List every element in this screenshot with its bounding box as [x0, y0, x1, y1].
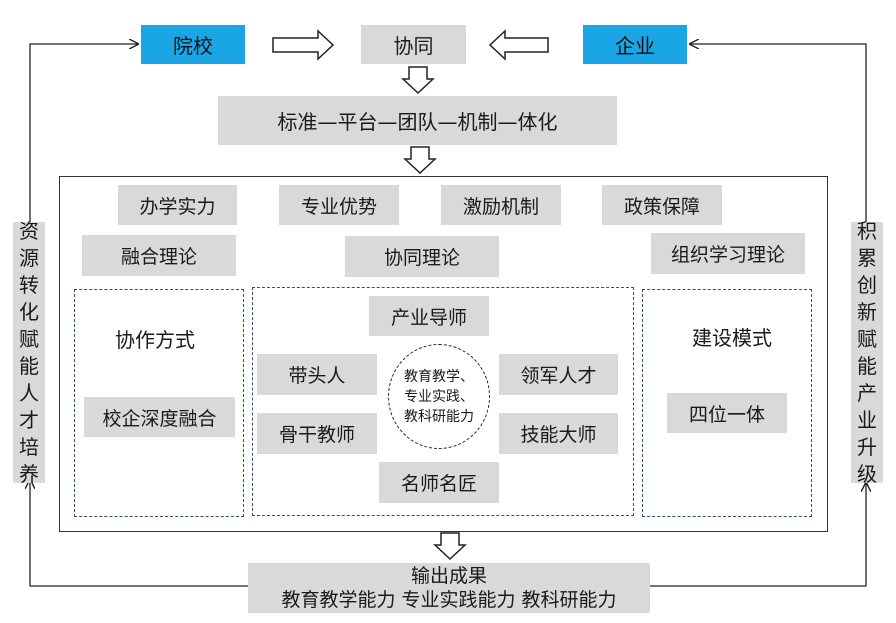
left-side-char: 养 [19, 461, 39, 486]
left-side-char: 源 [19, 245, 39, 270]
output-capabilities: 教育教学能力 专业实践能力 教科研能力 [281, 589, 617, 611]
left-loop-arrow [29, 44, 138, 222]
hollow-arrow-left [488, 29, 549, 61]
factor-school-strength: 办学实力 [118, 185, 237, 225]
theory-organizational-learning: 组织学习理论 [651, 233, 805, 274]
right-side-char: 累 [857, 245, 877, 270]
left-side-char: 化 [19, 299, 39, 324]
collaboration-box: 协同 [361, 25, 466, 64]
enterprise-box: 企业 [583, 25, 687, 64]
left-side-char: 转 [19, 272, 39, 297]
center-panel [252, 287, 634, 516]
circle-line-2: 专业实践、 [404, 388, 474, 405]
left-side-char: 能 [19, 353, 39, 378]
deep-integration-box: 校企深度融合 [84, 397, 235, 437]
institution-box: 院校 [141, 25, 245, 64]
output-box: 输出成果 教育教学能力 专业实践能力 教科研能力 [248, 563, 650, 613]
four-in-one-box: 四位一体 [667, 393, 787, 433]
integration-bar: 标准—平台—团队—机制—体化 [218, 96, 617, 145]
right-side-char: 创 [857, 272, 877, 297]
circle-line-3: 教科研能力 [404, 408, 474, 425]
left-side-label: 资 源 转 化 赋 能 人 才 培 养 [13, 219, 45, 486]
circle-line-1: 教育教学、 [404, 368, 474, 385]
theory-synergy: 协同理论 [345, 236, 499, 277]
construction-mode-title: 建设模式 [692, 326, 772, 350]
left-side-char: 资 [19, 218, 39, 243]
left-side-char: 人 [19, 380, 39, 405]
output-title: 输出成果 [410, 565, 487, 587]
left-side-char: 赋 [19, 326, 39, 351]
core-competency-circle: 教育教学、 专业实践、 教科研能力 [388, 344, 490, 449]
master-craftsman-box: 名师名匠 [379, 462, 499, 503]
right-side-char: 升 [857, 434, 877, 459]
factor-major-advantage: 专业优势 [279, 185, 399, 225]
right-side-char: 赋 [857, 326, 877, 351]
hollow-arrow-down-3 [433, 532, 467, 561]
right-side-label: 积 累 创 新 赋 能 产 业 升 级 [851, 219, 883, 486]
hollow-arrow-down-2 [403, 146, 437, 175]
backbone-teacher-box: 骨干教师 [257, 413, 377, 454]
skill-master-box: 技能大师 [499, 413, 618, 454]
industry-mentor-box: 产业导师 [369, 296, 489, 336]
right-panel [642, 289, 812, 517]
left-side-char: 培 [19, 434, 39, 459]
right-side-char: 业 [857, 407, 877, 432]
right-loop-line [650, 483, 866, 587]
right-side-char: 产 [857, 380, 877, 405]
left-loop-line [29, 483, 248, 587]
main-frame [59, 176, 828, 532]
leading-talent-box: 领军人才 [499, 354, 618, 395]
factor-policy: 政策保障 [602, 185, 722, 225]
cooperation-mode-title: 协作方式 [115, 328, 195, 352]
theory-fusion: 融合理论 [82, 235, 236, 276]
right-loop-arrow [690, 44, 867, 222]
leader-box: 带头人 [257, 354, 377, 395]
right-side-char: 级 [857, 461, 877, 486]
hollow-arrow-down-1 [401, 66, 435, 95]
right-side-char: 积 [857, 218, 877, 243]
hollow-arrow-right [272, 29, 335, 61]
right-side-char: 能 [857, 353, 877, 378]
factor-incentive: 激励机制 [441, 185, 561, 225]
left-side-char: 才 [19, 407, 39, 432]
right-side-char: 新 [857, 299, 877, 324]
left-panel [74, 289, 244, 517]
